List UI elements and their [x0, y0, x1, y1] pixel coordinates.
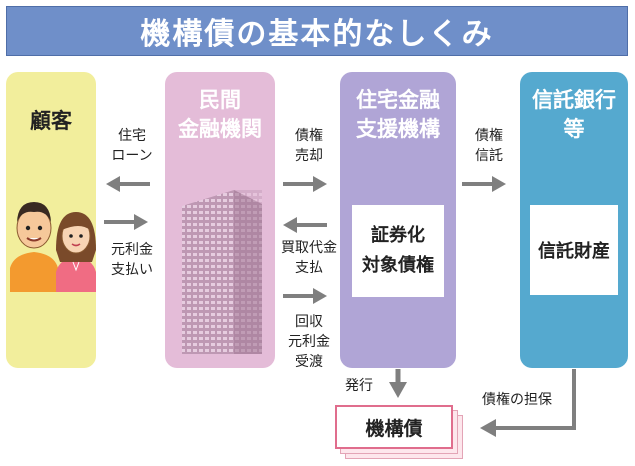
trust-heading-line2: 等: [563, 117, 585, 141]
collected-payment-label-line3: 受渡: [295, 354, 323, 370]
receivable-trust-arrow: [462, 176, 506, 192]
purchase-payment-label: 買取代金 支払: [279, 238, 339, 278]
collateral-label: 債権の担保: [482, 392, 552, 408]
bank-heading-line1: 民間: [199, 88, 241, 112]
jhf-heading-line1: 住宅金融: [356, 88, 440, 112]
receivable-trust-label-line1: 債権: [475, 128, 503, 144]
receivable-sale-label-line1: 債権: [295, 128, 323, 144]
title-bar: 機構債の基本的なしくみ: [6, 6, 628, 56]
purchase-payment-arrow: [283, 217, 327, 233]
housing-loan-label-line2: ローン: [111, 148, 153, 164]
repayment-arrow: [104, 214, 148, 230]
collateral-arrow: [480, 369, 576, 437]
bank-heading: 民間 金融機関: [178, 86, 262, 144]
trust-heading: 信託銀行 等: [532, 86, 616, 144]
trust-asset-box: 信託財産: [530, 205, 618, 295]
agency-bond-stack: 機構債: [335, 405, 465, 463]
collected-payment-label-line2: 元利金: [288, 334, 330, 350]
customer-heading: 顧客: [30, 106, 72, 136]
customers-illustration: [10, 202, 96, 292]
customer-heading-line1: 顧客: [30, 109, 72, 133]
purchase-payment-label-line1: 買取代金: [281, 240, 337, 256]
receivable-sale-arrow: [283, 176, 327, 192]
housing-loan-arrow: [106, 176, 150, 192]
securitize-line1: 証券化: [371, 225, 425, 246]
collected-payment-arrow: [283, 288, 327, 304]
housing-loan-label: 住宅 ローン: [104, 126, 160, 166]
housing-loan-label-line1: 住宅: [118, 128, 146, 144]
repayment-label-line2: 支払い: [111, 262, 153, 278]
repayment-label: 元利金 支払い: [104, 240, 160, 280]
bank-heading-line2: 金融機関: [178, 117, 262, 141]
securitize-line2: 対象債権: [362, 255, 434, 276]
bank-building-illustration: [182, 190, 262, 354]
receivable-trust-label: 債権 信託: [462, 126, 516, 166]
collected-payment-label: 回収 元利金 受渡: [281, 312, 337, 372]
agency-bond-label: 機構債: [335, 405, 453, 449]
securitized-receivables-box: 証券化 対象債権: [352, 205, 444, 297]
trust-heading-line1: 信託銀行: [532, 88, 616, 112]
jhf-heading-line2: 支援機構: [356, 117, 440, 141]
receivable-sale-label: 債権 売却: [281, 126, 337, 166]
issue-label: 発行: [345, 378, 373, 394]
receivable-sale-label-line2: 売却: [295, 148, 323, 164]
purchase-payment-label-line2: 支払: [295, 260, 323, 276]
page-title: 機構債の基本的なしくみ: [140, 17, 494, 52]
jhf-heading: 住宅金融 支援機構: [356, 86, 440, 144]
collected-payment-label-line1: 回収: [295, 314, 323, 330]
issue-arrow: [389, 369, 407, 398]
receivable-trust-label-line2: 信託: [475, 148, 503, 164]
repayment-label-line1: 元利金: [111, 242, 153, 258]
